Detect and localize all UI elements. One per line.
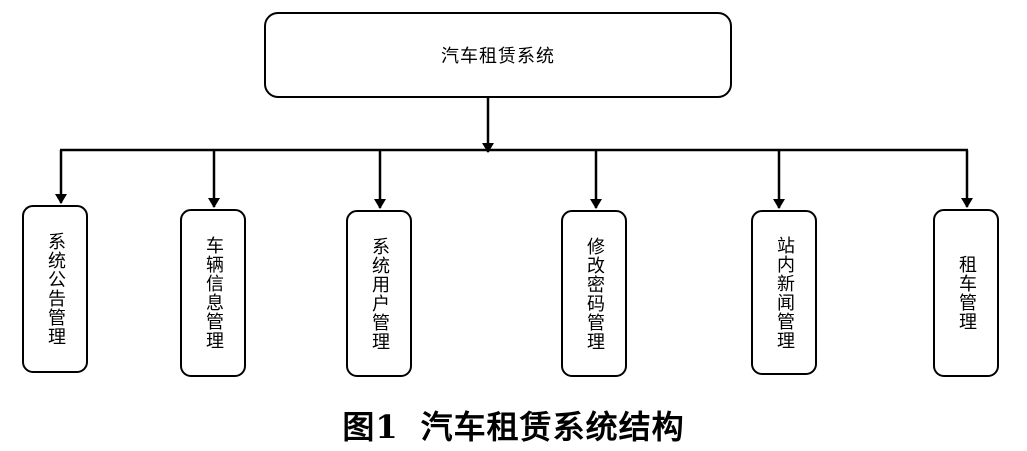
module-label: 修改密码管理 xyxy=(584,236,605,351)
module-label: 系统公告管理 xyxy=(45,232,66,346)
figure-number: 图1 xyxy=(342,408,399,446)
module-label: 租车管理 xyxy=(956,255,977,331)
figure-caption: 图1 汽车租赁系统结构 xyxy=(0,402,1027,448)
module-node-rental: 租车管理 xyxy=(933,209,999,377)
module-node-system-users: 系统用户管理 xyxy=(346,210,412,377)
module-node-site-news: 站内新闻管理 xyxy=(751,210,817,375)
module-node-announcement: 系统公告管理 xyxy=(22,205,88,373)
root-node-box: 汽车租赁系统 xyxy=(264,12,732,98)
figure-title: 汽车租赁系统结构 xyxy=(420,408,685,446)
module-node-vehicle-info: 车辆信息管理 xyxy=(180,209,246,377)
module-label: 车辆信息管理 xyxy=(203,236,224,350)
module-label: 站内新闻管理 xyxy=(774,235,795,350)
root-node-label: 汽车租赁系统 xyxy=(441,46,555,67)
module-node-change-password: 修改密码管理 xyxy=(561,210,627,377)
module-label: 系统用户管理 xyxy=(369,236,390,351)
